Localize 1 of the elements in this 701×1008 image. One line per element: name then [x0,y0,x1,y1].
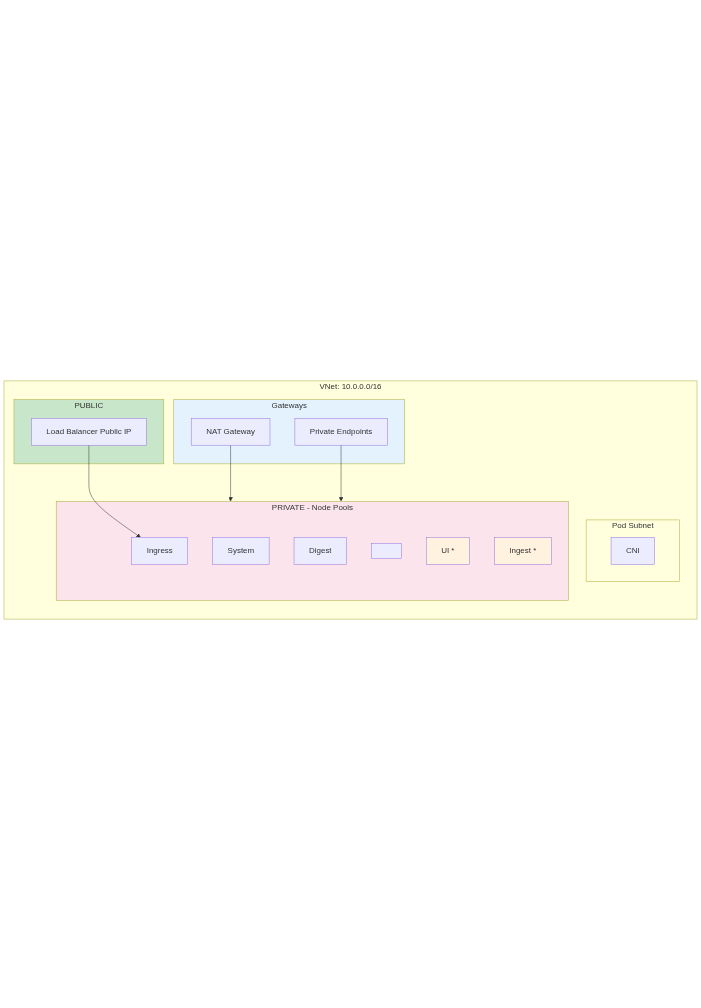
node-box [371,543,402,559]
